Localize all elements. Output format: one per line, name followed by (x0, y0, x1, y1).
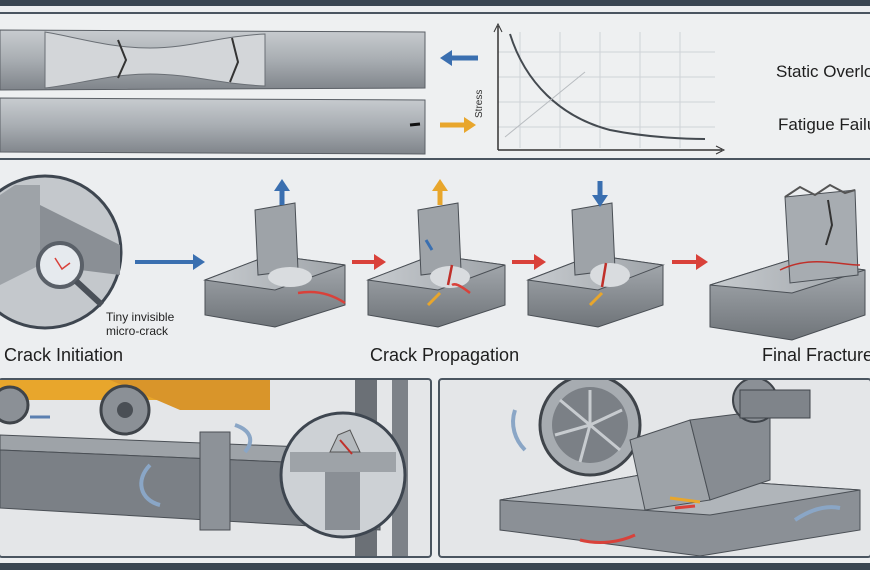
top-border (0, 0, 870, 6)
static-overload-label: Static Overlo (776, 62, 870, 81)
necked-steel-bar (0, 29, 426, 91)
crack-stages-graphics (0, 174, 866, 341)
top-panel-graphics (0, 22, 726, 155)
crack-propagation-label: Crack Propagation (370, 345, 520, 365)
graph-axis-label: Stress (474, 90, 485, 118)
fan-base-graphics (499, 380, 861, 556)
t-joint-2 (366, 179, 506, 328)
t-joint-3 (526, 181, 665, 328)
fatigue-failure-label: Fatigue Failu (778, 115, 870, 134)
crack-initiation-label: Crack Initiation (4, 345, 124, 365)
micro-crack-callout: Tiny invisible micro-crack (106, 310, 174, 338)
crane-rail-graphics (0, 380, 408, 556)
callout-line-1: Tiny invisible (106, 310, 175, 324)
magnifier-view (0, 174, 123, 330)
final-fracture-label: Final Fracture (762, 345, 870, 365)
callout-line-2: micro-crack (106, 324, 168, 338)
graph-axis-label-wrap: Stress (474, 90, 485, 118)
stress-graph (493, 22, 726, 155)
bottom-border (0, 563, 870, 570)
fatigue-steel-bar (0, 97, 426, 155)
fractured-t-joint (709, 183, 866, 341)
magnifier-handle (73, 278, 105, 308)
t-joint-1 (203, 179, 346, 328)
